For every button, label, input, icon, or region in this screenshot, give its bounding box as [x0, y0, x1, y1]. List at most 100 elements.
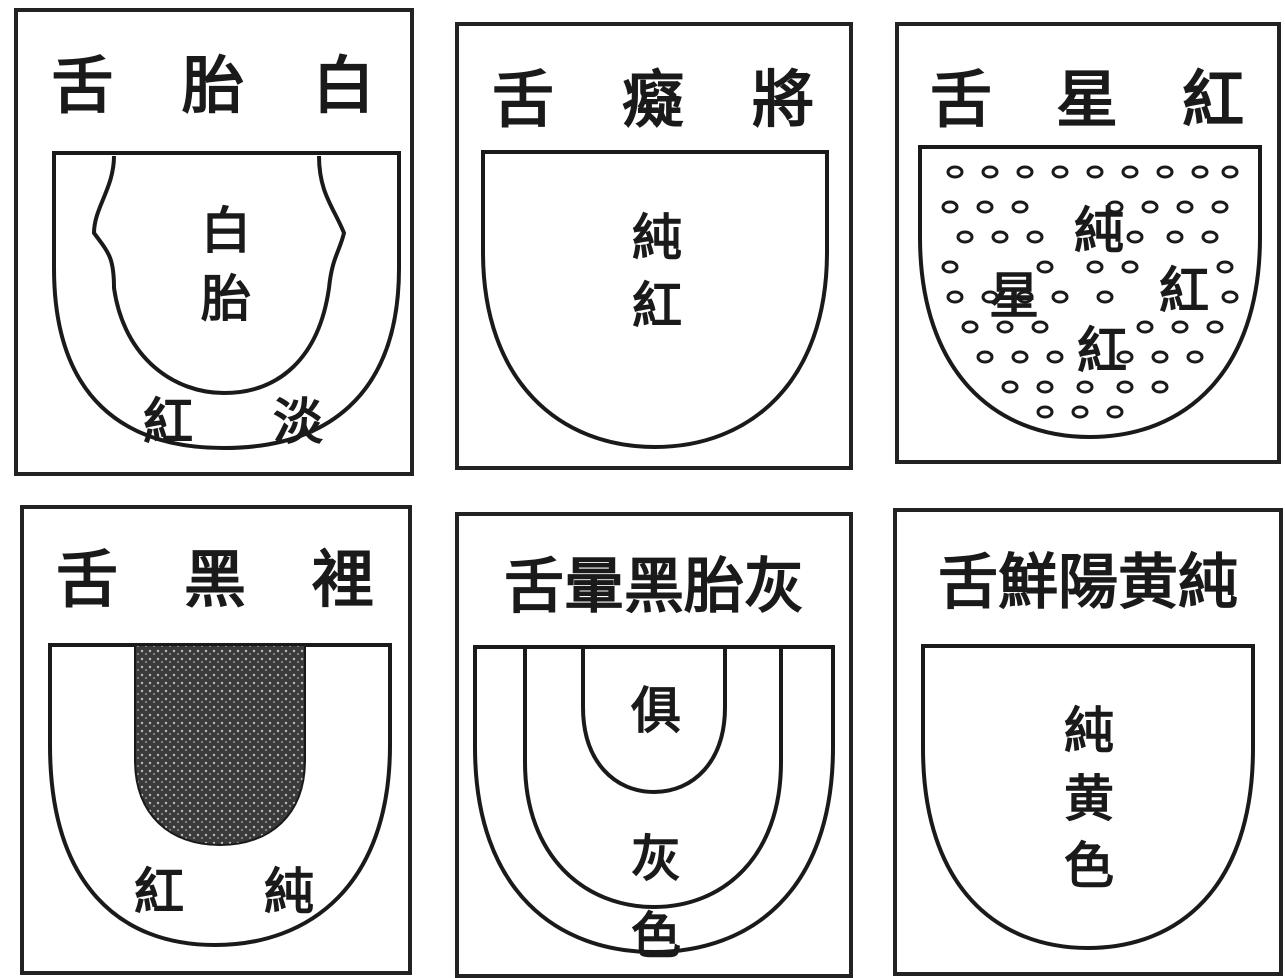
spot-dot [976, 200, 994, 214]
spot-dot [1201, 230, 1219, 244]
panel-title: 舌 星 紅 [899, 54, 1277, 136]
spot-dot [1011, 200, 1029, 214]
title-char: 紅 [1181, 63, 1246, 136]
label-color: 色 [631, 906, 681, 965]
spot-dot [1126, 230, 1144, 244]
label-edge-right: 淡 [273, 392, 323, 451]
spot-dot [1026, 230, 1044, 244]
spot-dot [1106, 405, 1124, 419]
label-red: 紅 [1159, 261, 1209, 320]
halo-ring-outer [523, 647, 783, 910]
title-char: 裡 [311, 543, 376, 616]
spot-dot [1176, 200, 1194, 214]
spot-dot [1036, 260, 1054, 274]
spot-dot [1191, 165, 1209, 179]
spot-dot [1156, 165, 1174, 179]
label-pure: 純 [1074, 201, 1124, 260]
spot-dot [1016, 165, 1034, 179]
title-char: 舌 [929, 63, 994, 136]
red-spots [941, 165, 1239, 419]
spot-dot [1106, 200, 1124, 214]
label-pure: 純 [264, 862, 314, 921]
spot-dot [996, 320, 1014, 334]
title-char: 黑 [183, 543, 248, 616]
spot-dot [1116, 350, 1134, 364]
title-char: 舌 [51, 49, 116, 122]
spot-dot [1141, 200, 1159, 214]
tongue-outline [918, 145, 1262, 440]
spot-dot [1036, 405, 1054, 419]
spot-dot [1001, 380, 1019, 394]
spot-dot [1221, 165, 1239, 179]
spot-dot [981, 290, 999, 304]
spot-dot [1206, 320, 1224, 334]
title-text: 舌暈黑胎灰 [504, 551, 804, 622]
spot-dot [1151, 380, 1169, 394]
spot-dot [1036, 380, 1054, 394]
label-coating: 白 胎 [196, 197, 256, 332]
label-tongue-body: 純 黄 色 [1059, 697, 1119, 900]
panel-title: 舌 黑 裡 [24, 534, 408, 616]
label-char: 白 [201, 201, 251, 260]
panel-title: 舌 癡 將 [459, 54, 849, 136]
spot-dot [1216, 260, 1234, 274]
spot-dot [946, 165, 964, 179]
spot-dot [976, 350, 994, 364]
panel-title: 舌 胎 白 [18, 40, 410, 122]
panel-gray-halo-tongue: 舌暈黑胎灰 俱 灰 色 [455, 512, 853, 978]
spot-dot [1016, 290, 1034, 304]
label-char: 胎 [201, 268, 251, 328]
panel-title: 舌暈黑胎灰 [459, 541, 849, 622]
spot-dot [946, 290, 964, 304]
spot-dot [1051, 165, 1069, 179]
spot-dot [1136, 320, 1154, 334]
label-char: 純 [1064, 701, 1114, 760]
halo-ring-inner [581, 647, 727, 795]
spot-dot [1051, 290, 1069, 304]
label-gray: 灰 [631, 829, 681, 888]
title-char: 星 [1055, 63, 1120, 136]
spot-dot [1151, 350, 1169, 364]
tongue-outline [481, 150, 829, 450]
spot-dot [1121, 165, 1139, 179]
spot-dot [991, 230, 1009, 244]
title-char: 舌 [55, 543, 120, 616]
tongue-outline [473, 645, 835, 955]
tongue-outline [921, 644, 1255, 951]
spot-dot [1011, 350, 1029, 364]
spot-dot [941, 200, 959, 214]
label-char: 純 [632, 208, 682, 267]
label-char: 黄 [1064, 768, 1114, 828]
label-red-lower: 紅 [1077, 321, 1127, 380]
spot-dot [1171, 320, 1189, 334]
tongue-outline [52, 151, 401, 451]
tongue-outline [48, 643, 392, 948]
spot-dot [1046, 350, 1064, 364]
spot-dot [956, 230, 974, 244]
spot-dot [1031, 320, 1049, 334]
spot-dot [1071, 405, 1089, 419]
title-text: 舌鮮陽黄純 [938, 547, 1238, 618]
label-tongue-body: 純 紅 [627, 204, 687, 339]
label-char: 紅 [632, 275, 682, 335]
title-char: 胎 [181, 49, 246, 122]
panel-pure-yellow-tongue: 舌鮮陽黄純 純 黄 色 [893, 508, 1283, 976]
spot-dot [1221, 290, 1239, 304]
title-char: 將 [751, 63, 816, 136]
panel-red-spotted-tongue: 舌 星 紅 純 紅 星 紅 [895, 22, 1281, 464]
spot-dot [981, 165, 999, 179]
title-char: 舌 [491, 63, 556, 136]
coating-region [91, 155, 347, 396]
spot-dot [1086, 165, 1104, 179]
spot-dot [1166, 230, 1184, 244]
label-edge-left: 紅 [143, 392, 193, 451]
spot-dot [941, 260, 959, 274]
spot-dot [1076, 380, 1094, 394]
panel-title: 舌鮮陽黄純 [897, 537, 1279, 618]
spot-dot [1086, 260, 1104, 274]
panel-black-center-tongue: 舌 黑 裡 紅 純 [20, 505, 412, 975]
spot-dot [1116, 380, 1134, 394]
title-char: 癡 [621, 63, 686, 136]
spot-dot [1186, 350, 1204, 364]
panel-white-coating-tongue: 舌 胎 白 白 胎 紅 淡 [14, 8, 414, 476]
